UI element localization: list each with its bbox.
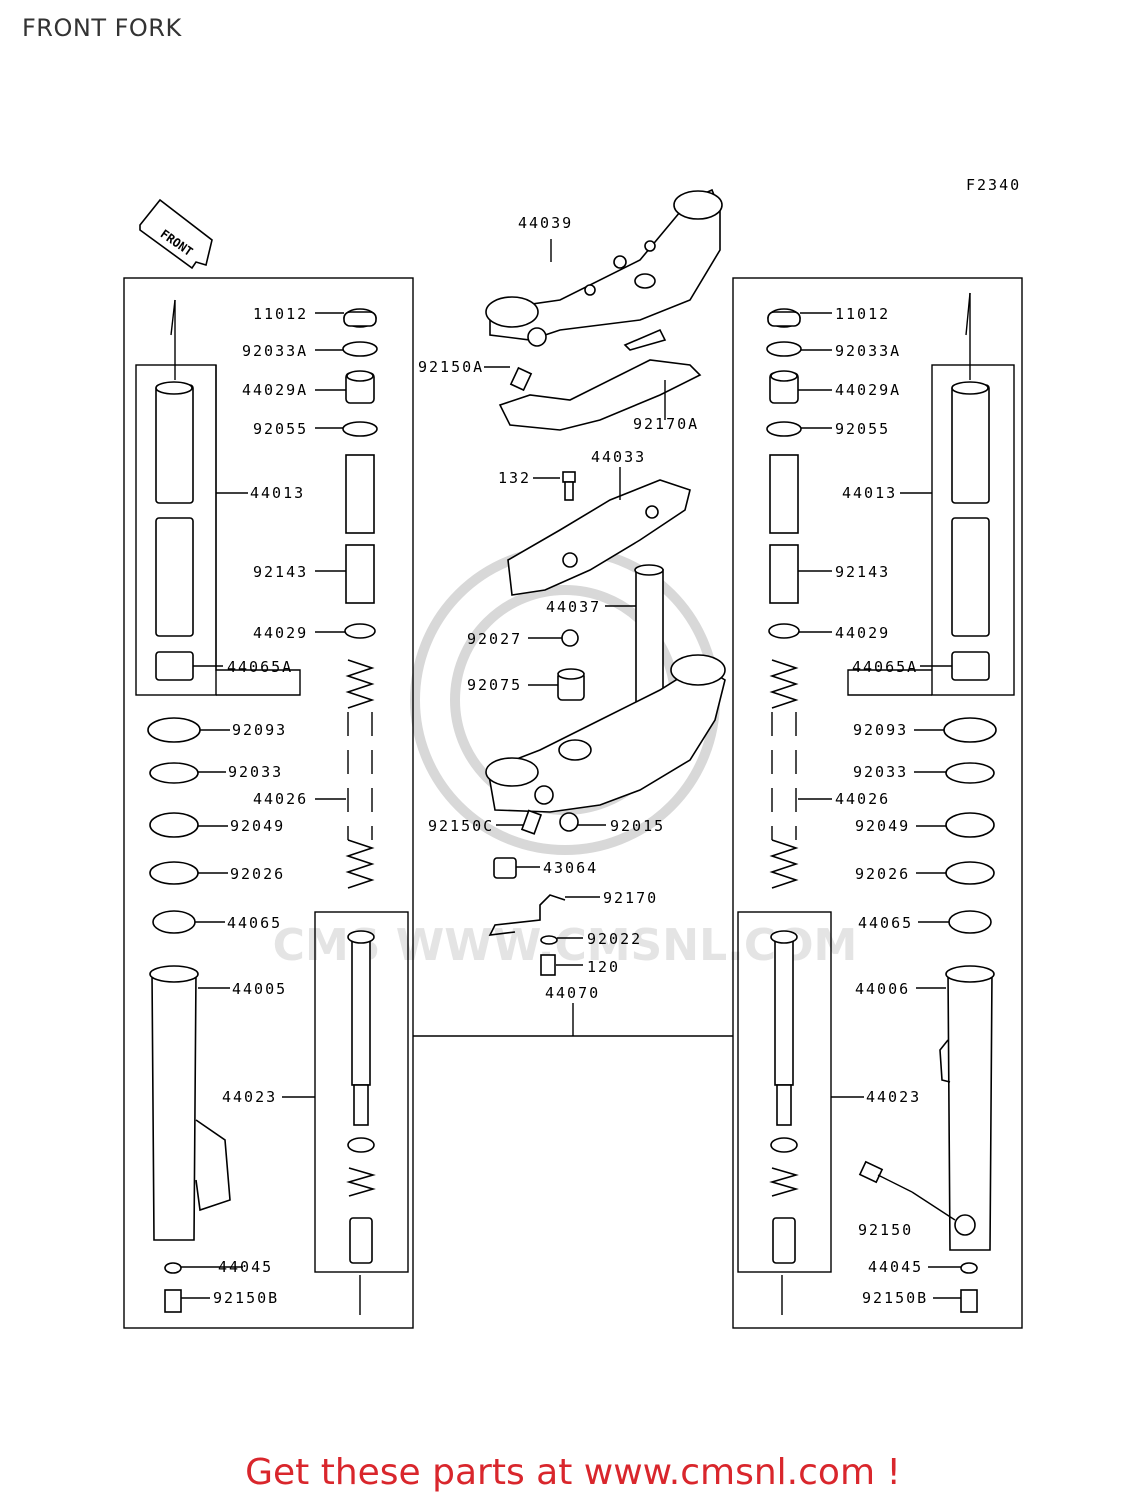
left-part-92026: 92026 [230,865,285,883]
right-part-92055: 92055 [835,420,890,438]
right-part-44065: 44065 [858,914,913,932]
center-labels: 44039 92150A 92170A 132 44033 44037 9202… [418,214,699,1002]
front-arrow-icon: FRONT [139,198,213,270]
part-92027: 92027 [467,630,522,648]
lower-bracket-44070 [487,664,726,813]
left-part-44026: 44026 [253,790,308,808]
part-92170A: 92170A [633,415,699,433]
left-part-44029A: 44029A [242,381,308,399]
front-fork-diagram: CMS WWW.CMSNL.COM F2340 FRONT [123,176,1023,1329]
part-44070: 44070 [545,984,600,1002]
figure-code: F2340 [966,176,1021,194]
left-part-92049: 92049 [230,817,285,835]
part-92170: 92170 [603,889,658,907]
right-part-92093: 92093 [853,721,908,739]
left-part-44045: 44045 [218,1258,273,1276]
right-part-44006: 44006 [855,980,910,998]
part-92150C: 92150C [428,817,494,835]
part-92075: 92075 [467,676,522,694]
left-part-44023: 44023 [222,1088,277,1106]
left-part-92033A: 92033A [242,342,308,360]
left-part-44013: 44013 [250,484,305,502]
part-120: 120 [587,958,620,976]
left-part-92093: 92093 [232,721,287,739]
right-part-92049: 92049 [855,817,910,835]
part-92022: 92022 [587,930,642,948]
part-92015: 92015 [610,817,665,835]
right-part-44045: 44045 [868,1258,923,1276]
left-part-44065A: 44065A [227,658,293,676]
center-parts [485,188,726,976]
right-part-92033: 92033 [853,763,908,781]
right-part-44026: 44026 [835,790,890,808]
page-title: FRONT FORK [22,14,182,42]
part-44033: 44033 [591,448,646,466]
right-part-92143: 92143 [835,563,890,581]
left-part-44005: 44005 [232,980,287,998]
left-labels: 11012 92033A 44029A 92055 44013 92143 44… [213,305,308,1307]
right-part-44023: 44023 [866,1088,921,1106]
right-part-44013: 44013 [842,484,897,502]
right-part-92033A: 92033A [835,342,901,360]
part-44037: 44037 [546,598,601,616]
right-part-92150: 92150 [858,1221,913,1239]
left-part-92143: 92143 [253,563,308,581]
left-part-44029: 44029 [253,624,308,642]
left-part-44065: 44065 [227,914,282,932]
left-fork-parts [147,308,378,1313]
right-part-11012: 11012 [835,305,890,323]
left-part-92150B: 92150B [213,1289,279,1307]
part-92150A: 92150A [418,358,484,376]
center-leaders [484,239,666,1036]
right-part-44029: 44029 [835,624,890,642]
part-43064: 43064 [543,859,598,877]
right-part-44029A: 44029A [835,381,901,399]
frames [123,277,1023,1329]
right-part-92150B: 92150B [862,1289,928,1307]
left-part-92055: 92055 [253,420,308,438]
right-fork-parts [766,308,997,1313]
right-part-92026: 92026 [855,865,910,883]
part-132: 132 [498,469,531,487]
part-44039: 44039 [518,214,573,232]
left-part-11012: 11012 [253,305,308,323]
left-part-92033: 92033 [228,763,283,781]
right-leaders [798,312,961,1299]
right-part-44065A: 44065A [852,658,918,676]
footer-link[interactable]: Get these parts at www.cmsnl.com ! [245,1452,901,1493]
left-leaders [181,312,346,1299]
right-labels: 11012 92033A 44029A 92055 44013 92143 44… [835,305,928,1307]
